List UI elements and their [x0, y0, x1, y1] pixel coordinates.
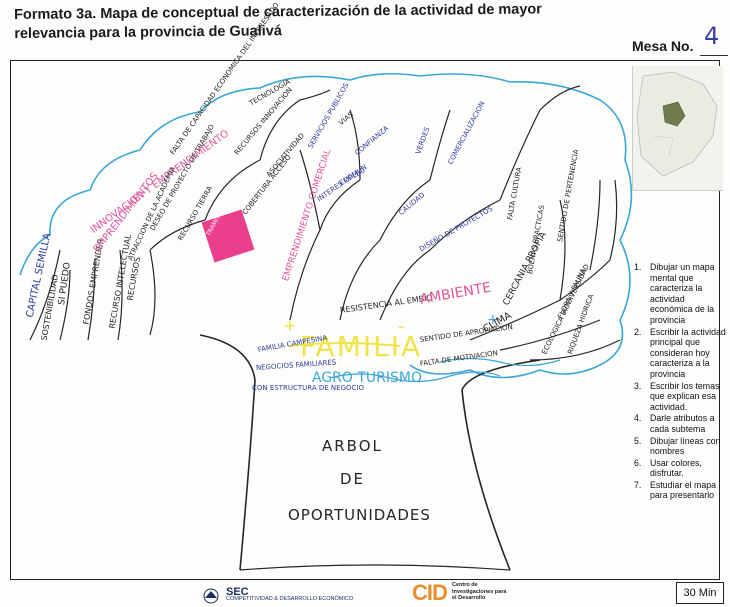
minus-mark: - [398, 316, 405, 337]
canopy-cloud [19, 72, 633, 379]
left-root-3: CON ESTRUCTURA DE NEGOCIO [252, 384, 364, 392]
instruction-item: 2.Escribir la actividad principal que co… [634, 326, 726, 379]
instruction-item: 7.Estudiar el mapa para presentarlo [634, 479, 717, 501]
instruction-item: 6.Usar colores, disfrutar. [634, 457, 702, 479]
drawing-frame [10, 60, 720, 580]
plus-left: + [283, 316, 297, 335]
mesa-label: Mesa No. [632, 38, 694, 54]
sec-logo-sub: COMPETITIVIDAD & DESARROLLO ECONÓMICO [226, 596, 354, 602]
sticky-note-shape [201, 209, 255, 263]
center-label: FAMILIA [300, 330, 423, 363]
trunk-base [239, 564, 511, 571]
cid-logo-sub: Centro de Investigaciones para el Desarr… [452, 582, 507, 601]
trunk-line-2: DE [340, 470, 366, 488]
instruction-item: 4.Darle atributos a cada subtema [634, 413, 715, 434]
sec-logo: SEC COMPETITIVIDAD & DESARROLLO ECONÓMIC… [226, 586, 353, 602]
tree-trunk [199, 334, 541, 571]
plus-right: + [487, 312, 499, 328]
cid-logo: CID [412, 580, 448, 605]
province-map-thumbnail [632, 66, 723, 191]
sec-emblem-icon [203, 588, 219, 604]
center-sub-label: AGRO TURISMO [312, 370, 423, 386]
mesa-value: 4 [704, 22, 720, 50]
instructions-list: 1.Dibujar un mapa mental que caracteriza… [634, 262, 728, 502]
trunk-line-1: ARBOL [322, 437, 383, 455]
sec-logo-text: SEC [226, 586, 249, 598]
instruction-item: 1.Dibujar un mapa mental que caracteriza… [634, 262, 715, 325]
time-box: 30 Min [676, 582, 724, 604]
instruction-item: 5.Dibujar líneas con nombres [634, 435, 721, 457]
trunk-line-3: OPORTUNIDADES [288, 506, 431, 524]
instruction-item: 3.Escribir los temas que explican esa ac… [634, 380, 720, 412]
mesa-line [700, 55, 728, 56]
